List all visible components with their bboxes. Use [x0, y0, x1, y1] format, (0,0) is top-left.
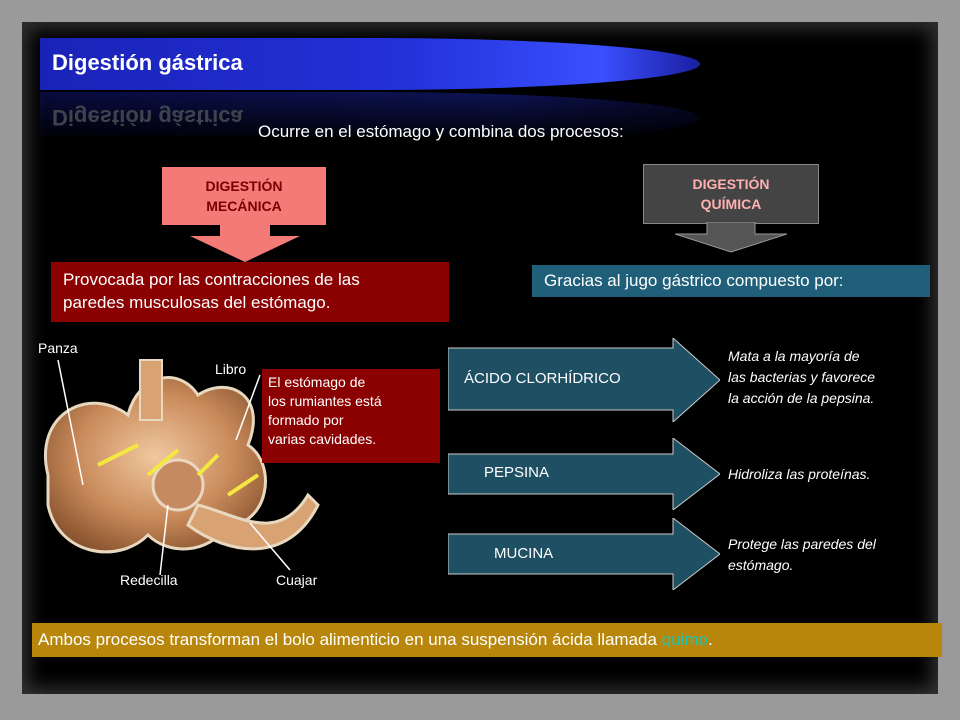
mechanical-digestion-box: DIGESTIÓN MECÁNICA — [162, 167, 326, 225]
conclusion-bar: Ambos procesos transforman el bolo alime… — [32, 623, 942, 657]
arrow-acido-clorhidrico — [448, 338, 720, 422]
chemical-digestion-box: DIGESTIÓN QUÍMICA — [643, 164, 819, 224]
ruminant-note: El estómago de los rumiantes está formad… — [262, 369, 440, 463]
label-acido-clorhidrico: ÁCIDO CLORHÍDRICO — [464, 370, 621, 387]
intro-text: Ocurre en el estómago y combina dos proc… — [258, 122, 624, 141]
title-banner — [40, 38, 700, 90]
effect-acido-line2: las bacterias y favorece — [728, 369, 876, 385]
label-libro: Libro — [215, 361, 247, 377]
effect-pepsina-line1: Hidroliza las proteínas. — [728, 466, 871, 482]
arrow-pepsina — [448, 438, 720, 510]
label-cuajar: Cuajar — [276, 572, 318, 588]
label-redecilla: Redecilla — [120, 572, 178, 588]
mechanical-description-line1: Provocada por las contracciones de las — [63, 270, 360, 289]
effect-mucina-line2: estómago. — [728, 557, 794, 573]
conclusion-text: Ambos procesos transforman el bolo alime… — [38, 630, 662, 649]
ruminant-note-line1: El estómago de — [268, 374, 366, 390]
chemical-description: Gracias al jugo gástrico compuesto por: — [532, 265, 930, 297]
label-panza: Panza — [38, 340, 78, 356]
effect-acido-clorhidrico: Mata a la mayoría de las bacterias y fav… — [728, 346, 875, 409]
mechanical-description-line2: paredes musculosas del estómago. — [63, 293, 331, 312]
slide-title: Digestión gástrica — [52, 50, 243, 75]
mechanical-description: Provocada por las contracciones de las p… — [51, 262, 449, 322]
ruminant-note-line2: los rumiantes está — [268, 393, 382, 409]
title-reflection-text: Digestión gástrica — [52, 105, 243, 130]
chemical-down-arrow — [675, 222, 787, 253]
effect-mucina: Protege las paredes del estómago. — [728, 534, 876, 576]
arrow-mucina — [448, 518, 720, 590]
effect-acido-line1: Mata a la mayoría de — [728, 348, 860, 364]
chemical-label-line1: DIGESTIÓN — [692, 176, 770, 192]
chemical-label-line2: QUÍMICA — [700, 196, 762, 212]
mechanical-down-arrow — [190, 224, 300, 262]
effect-pepsina: Hidroliza las proteínas. — [728, 464, 870, 485]
label-pepsina: PEPSINA — [484, 464, 550, 481]
conclusion-end: . — [708, 630, 713, 649]
effect-acido-line3: la acción de la pepsina. — [728, 390, 875, 406]
ruminant-note-line4: varias cavidades. — [268, 431, 377, 447]
mechanical-label-line2: MECÁNICA — [206, 198, 282, 214]
effect-mucina-line1: Protege las paredes del — [728, 536, 876, 552]
mechanical-label-line1: DIGESTIÓN — [205, 178, 283, 194]
ruminant-note-line3: formado por — [268, 412, 344, 428]
conclusion-highlight: quimo — [661, 630, 708, 649]
ruminant-stomach-illustration — [44, 359, 320, 576]
label-mucina: MUCINA — [494, 545, 554, 562]
